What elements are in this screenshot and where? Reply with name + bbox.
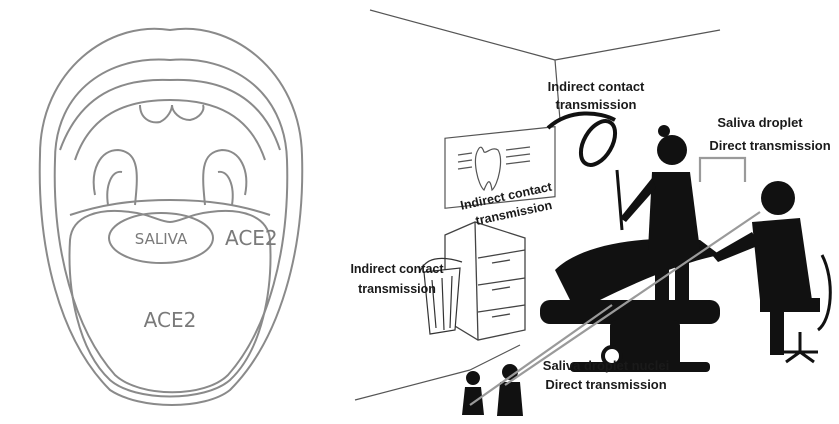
uvula [140, 105, 203, 122]
outer-lip-outline [40, 29, 303, 405]
indirect-lamp-line1: Indirect contact [548, 79, 645, 94]
assistant-figure [712, 181, 820, 355]
saliva-droplet-line1: Saliva droplet [717, 115, 803, 130]
overhead-lamp [548, 113, 622, 170]
saliva-droplet-label: Saliva droplet Direct transmission [709, 115, 830, 153]
ace2-tongue-label: ACE2 [144, 308, 197, 332]
indirect-lamp-label: Indirect contact transmission [548, 79, 645, 112]
nuclei-line1: Saliva droplet nuclei [543, 358, 669, 373]
right-tonsil-arch [203, 150, 246, 205]
upper-gum-line [75, 100, 265, 160]
upper-lip-line [60, 80, 280, 150]
saliva-droplet-bracket [700, 158, 745, 182]
left-tonsil-arch [94, 150, 137, 205]
mouth-illustration [40, 29, 303, 405]
ace2-upper-label: ACE2 [225, 226, 278, 250]
indirect-lamp-line2: transmission [556, 97, 637, 112]
nuclei-line2: Direct transmission [545, 377, 666, 392]
indirect-bin-line1: Indirect contact [350, 262, 444, 276]
indirect-bin-line2: transmission [358, 282, 436, 296]
saliva-droplet-line2: Direct transmission [709, 138, 830, 153]
right-inner-tonsil [218, 172, 233, 205]
saliva-label: SALIVA [135, 230, 188, 248]
nuclei-label: Saliva droplet nuclei Direct transmissio… [543, 358, 669, 392]
left-inner-tonsil [107, 172, 122, 205]
